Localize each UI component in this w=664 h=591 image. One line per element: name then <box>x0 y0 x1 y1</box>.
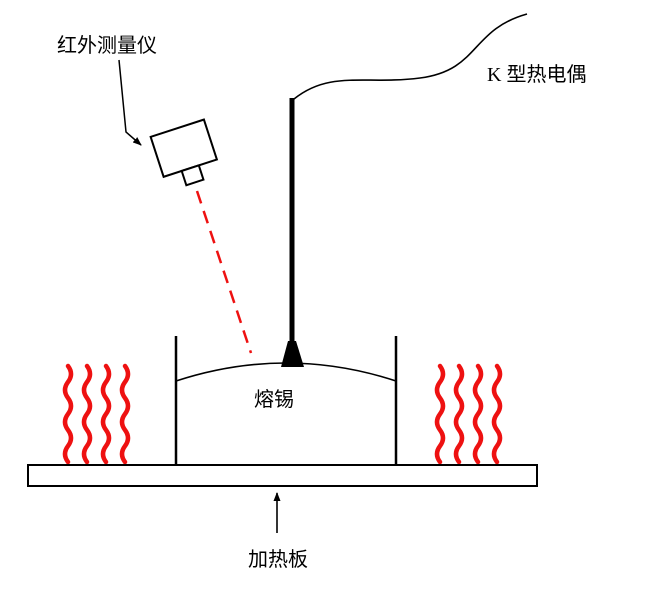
thermocouple-wire-icon <box>293 13 528 100</box>
heat-wave-icon <box>100 363 112 465</box>
heat-wave-icon <box>491 363 503 465</box>
heat-wave-icon <box>472 363 484 465</box>
heat-wave-icon <box>81 363 93 465</box>
heat-wave-icon <box>119 363 131 465</box>
heating-plate-label: 加热板 <box>248 548 308 571</box>
thermocouple-tip-icon <box>281 341 304 367</box>
heat-waves-left <box>62 363 131 465</box>
infrared-camera-icon <box>149 118 219 187</box>
heat-wave-icon <box>62 363 74 465</box>
camera-nozzle <box>180 164 205 187</box>
heat-waves-right <box>434 363 503 465</box>
heat-wave-icon <box>453 363 465 465</box>
solder-surface-icon <box>175 362 397 382</box>
thermocouple-label: K 型热电偶 <box>487 63 586 86</box>
infrared-meter-leader-line <box>118 59 142 146</box>
infrared-beam-icon <box>195 190 253 354</box>
heat-wave-icon <box>434 363 446 465</box>
molten-solder-label: 熔锡 <box>254 388 294 411</box>
heating-plate-icon <box>27 464 538 487</box>
camera-body <box>149 118 219 179</box>
infrared-meter-label: 红外测量仪 <box>57 34 157 57</box>
